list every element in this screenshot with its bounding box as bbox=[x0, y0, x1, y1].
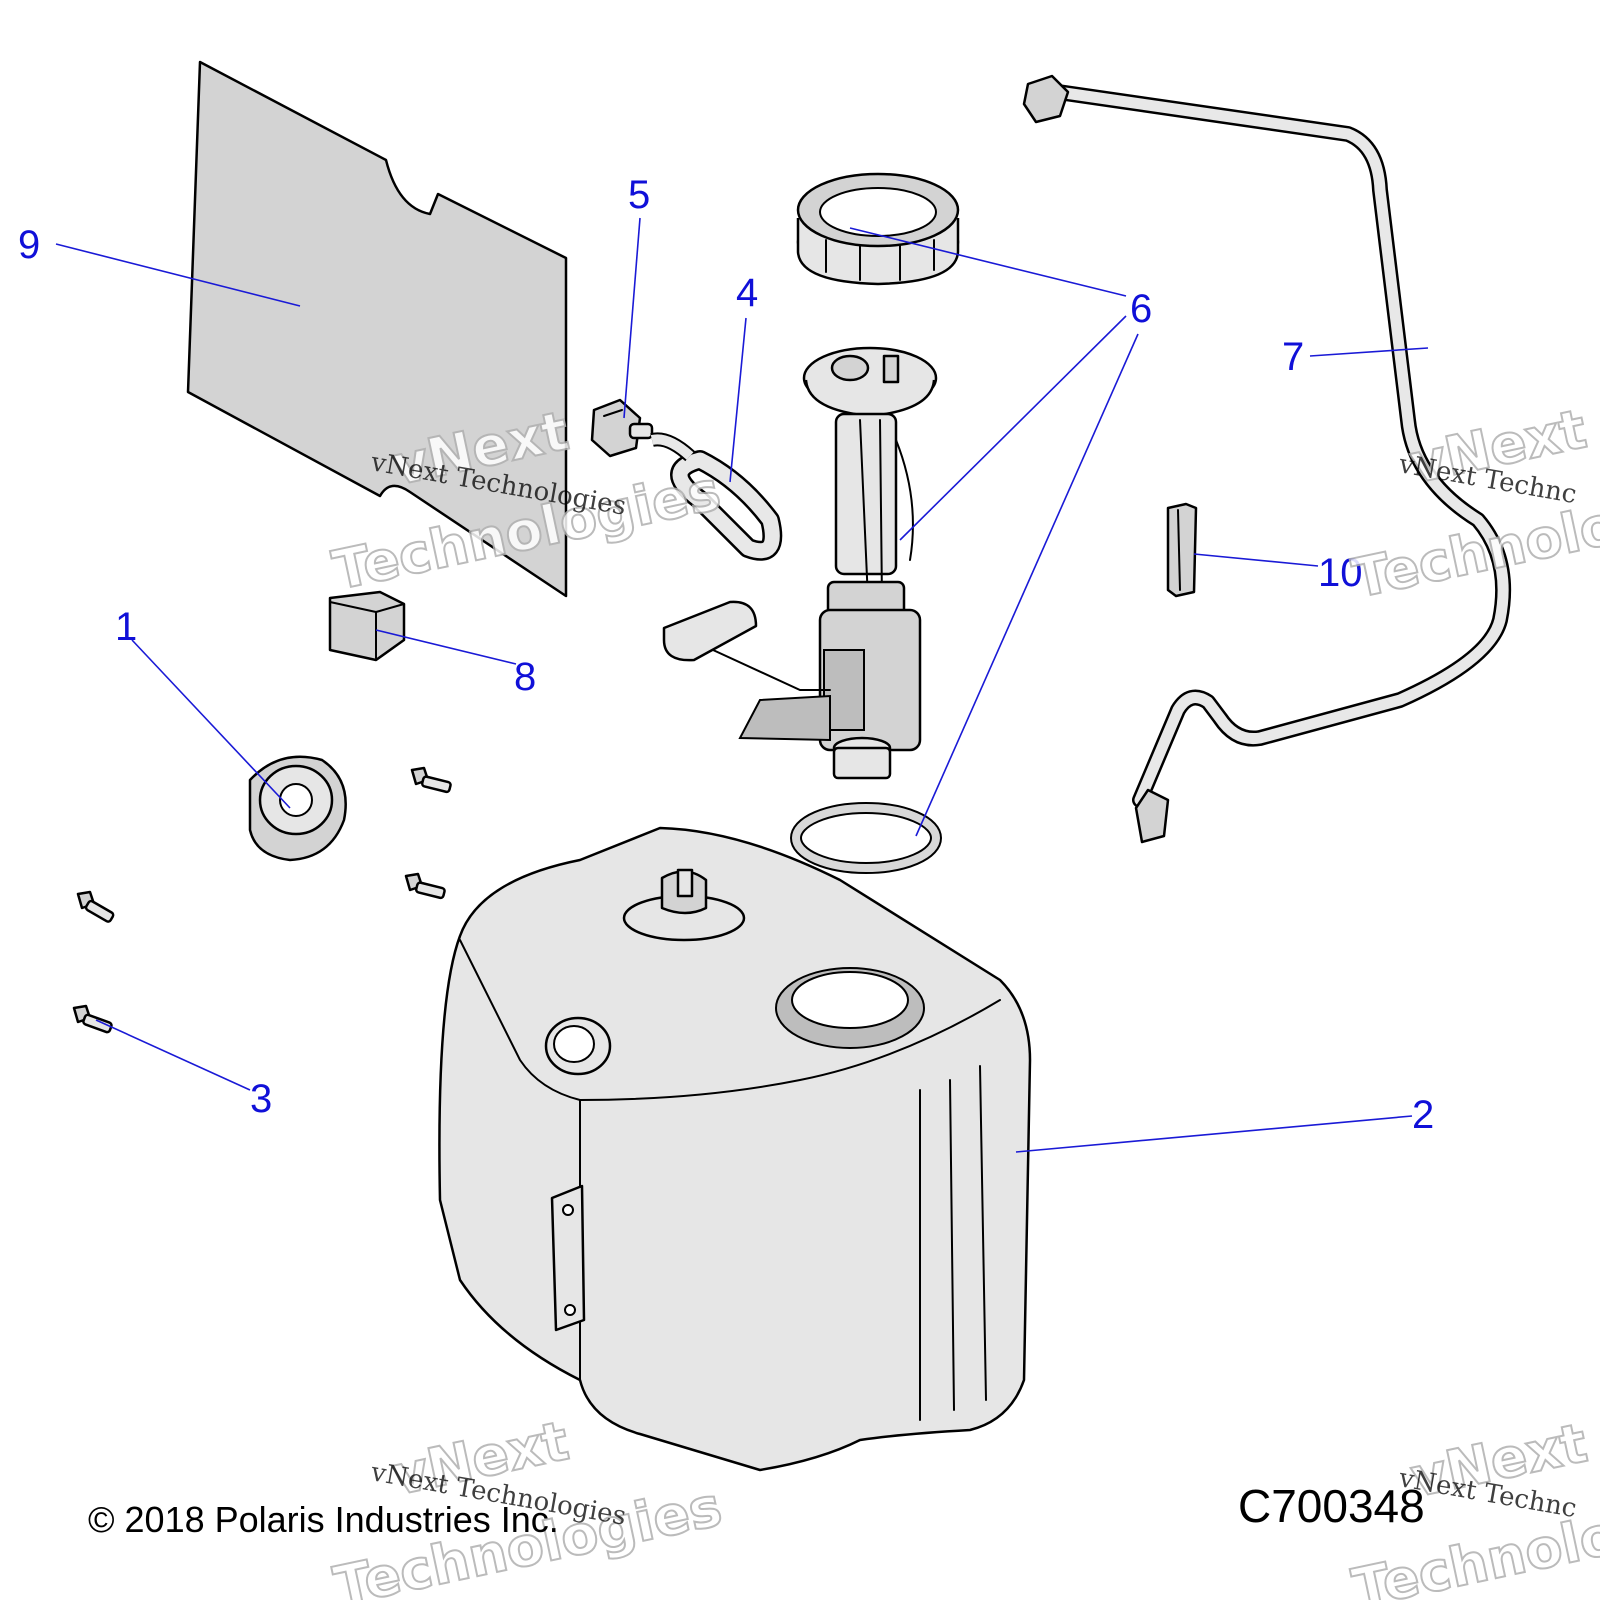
leader-3 bbox=[95, 1019, 251, 1091]
leader-6b bbox=[899, 315, 1127, 541]
leader-7 bbox=[1309, 347, 1429, 357]
part-7-vent-line bbox=[1022, 74, 1512, 844]
part-3-screw-d bbox=[72, 1004, 113, 1034]
callout-9: 9 bbox=[18, 223, 40, 267]
leader-4 bbox=[729, 317, 747, 483]
leader-10 bbox=[1193, 553, 1319, 567]
diagram-code: C700348 bbox=[1238, 1480, 1425, 1532]
part-2-fuel-tank bbox=[438, 826, 1032, 1472]
part-3-screw-b bbox=[404, 872, 446, 900]
part-3-screw-a bbox=[410, 766, 452, 794]
part-5-elbow-fitting bbox=[590, 398, 654, 458]
part-9-heat-shield bbox=[186, 60, 568, 598]
callout-3: 3 bbox=[250, 1077, 272, 1121]
callout-7: 7 bbox=[1282, 335, 1304, 379]
part-4-fuel-hose bbox=[650, 432, 783, 561]
part-10-clip bbox=[1166, 502, 1198, 598]
part-8-foam-pad bbox=[328, 590, 406, 662]
callout-4: 4 bbox=[736, 271, 758, 315]
callout-6: 6 bbox=[1130, 287, 1152, 331]
leader-1 bbox=[131, 639, 291, 809]
leader-9 bbox=[55, 243, 301, 307]
callout-10: 10 bbox=[1318, 551, 1363, 595]
leader-5 bbox=[623, 217, 641, 419]
callout-numbers: 1 2 3 4 5 6 7 8 9 10 bbox=[18, 173, 1434, 1137]
leader-lines bbox=[55, 217, 1429, 1153]
leader-2 bbox=[1015, 1115, 1413, 1153]
part-6-fuel-pump-module bbox=[662, 346, 938, 780]
copyright-text: © 2018 Polaris Industries Inc. bbox=[88, 1499, 559, 1540]
callout-5: 5 bbox=[628, 173, 650, 217]
part-1-fuel-cap bbox=[248, 755, 347, 862]
callout-2: 2 bbox=[1412, 1093, 1434, 1137]
callout-1: 1 bbox=[115, 605, 137, 649]
leader-6a bbox=[849, 227, 1127, 297]
callout-8: 8 bbox=[514, 655, 536, 699]
part-6-seal bbox=[790, 802, 942, 874]
part-6-lock-ring bbox=[796, 172, 960, 286]
leader-8 bbox=[375, 629, 517, 665]
part-3-screw-c bbox=[76, 890, 115, 923]
leader-6c bbox=[915, 333, 1139, 837]
